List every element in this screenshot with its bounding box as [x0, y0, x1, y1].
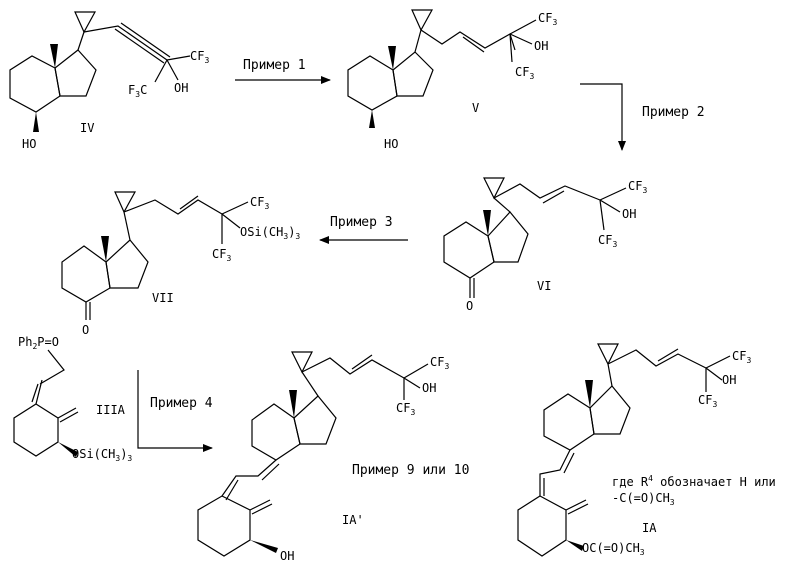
compound-ia-prime: CF3 OH CF3 OH IA': [198, 352, 449, 563]
arrow-example-2: Пример 2: [580, 84, 705, 150]
vi-cf3-top: CF3: [628, 179, 647, 195]
iiia-osi: OSi(CH3)3: [72, 447, 132, 463]
vi-oh: OH: [622, 207, 636, 221]
v-cf3-bottom: CF3: [515, 65, 534, 81]
vii-cf3-top: CF3: [250, 195, 269, 211]
compound-iiia: Ph2P=O OSi(CH3)3 IIIA: [14, 335, 132, 463]
arrow-example-1: Пример 1: [235, 58, 330, 80]
iv-oh: OH: [174, 81, 188, 95]
vii-label: VII: [152, 291, 174, 305]
compound-iv: CF3 OH F3C HO IV: [10, 12, 209, 151]
ia-prime-oh-a-ring: OH: [280, 549, 294, 563]
arrow-example-4: Пример 4: [138, 370, 213, 448]
compound-ia: CF3 OH CF3 OC(=O)CH3 IA: [518, 344, 751, 557]
iv-cf3-top: CF3: [190, 49, 209, 65]
v-oh: OH: [534, 39, 548, 53]
ia-cf3-top: CF3: [732, 349, 751, 365]
iv-ho: HO: [22, 137, 36, 151]
label-example-9-or-10: Пример 9 или 10: [352, 463, 469, 478]
ia-ester: OC(=O)CH3: [582, 541, 645, 557]
label-example-2: Пример 2: [642, 105, 705, 120]
vii-cf3-bottom: CF3: [212, 247, 231, 263]
iv-cf3-bottom: F3C: [128, 83, 147, 99]
v-cf3-top: CF3: [538, 11, 557, 27]
vi-ketone-o: O: [466, 299, 473, 313]
vii-ketone-o: O: [82, 323, 89, 337]
ia-prime-cf3-bottom: CF3: [396, 401, 415, 417]
note-line-2: -C(=O)CH3: [612, 491, 675, 507]
compound-v: CF3 OH CF3 HO V: [348, 10, 557, 151]
iv-label: IV: [80, 121, 94, 135]
ia-label: IA: [642, 521, 657, 535]
label-example-1: Пример 1: [243, 58, 306, 73]
iiia-label: IIIA: [96, 403, 126, 417]
compound-vi: CF3 OH CF3 O VI: [444, 178, 647, 313]
ia-prime-oh: OH: [422, 381, 436, 395]
ia-prime-cf3-top: CF3: [430, 355, 449, 371]
iiia-ph2p: Ph2P=O: [18, 335, 59, 351]
vii-osi: OSi(CH3)3: [240, 225, 300, 241]
r4-definition-note: где R4 обозначает H или -C(=O)CH3: [612, 474, 776, 507]
ia-prime-label: IA': [342, 513, 364, 527]
vi-label: VI: [537, 279, 551, 293]
ia-oh: OH: [722, 373, 736, 387]
label-example-4: Пример 4: [150, 396, 213, 411]
compound-vii: CF3 OSi(CH3)3 CF3 O VII: [62, 192, 300, 337]
arrow-example-3: Пример 3: [320, 215, 408, 240]
v-ho: HO: [384, 137, 398, 151]
ia-cf3-bottom: CF3: [698, 393, 717, 409]
vi-cf3-bottom: CF3: [598, 233, 617, 249]
label-example-3: Пример 3: [330, 215, 393, 230]
v-label: V: [472, 101, 479, 115]
note-line-1: где R4 обозначает H или: [612, 474, 776, 489]
